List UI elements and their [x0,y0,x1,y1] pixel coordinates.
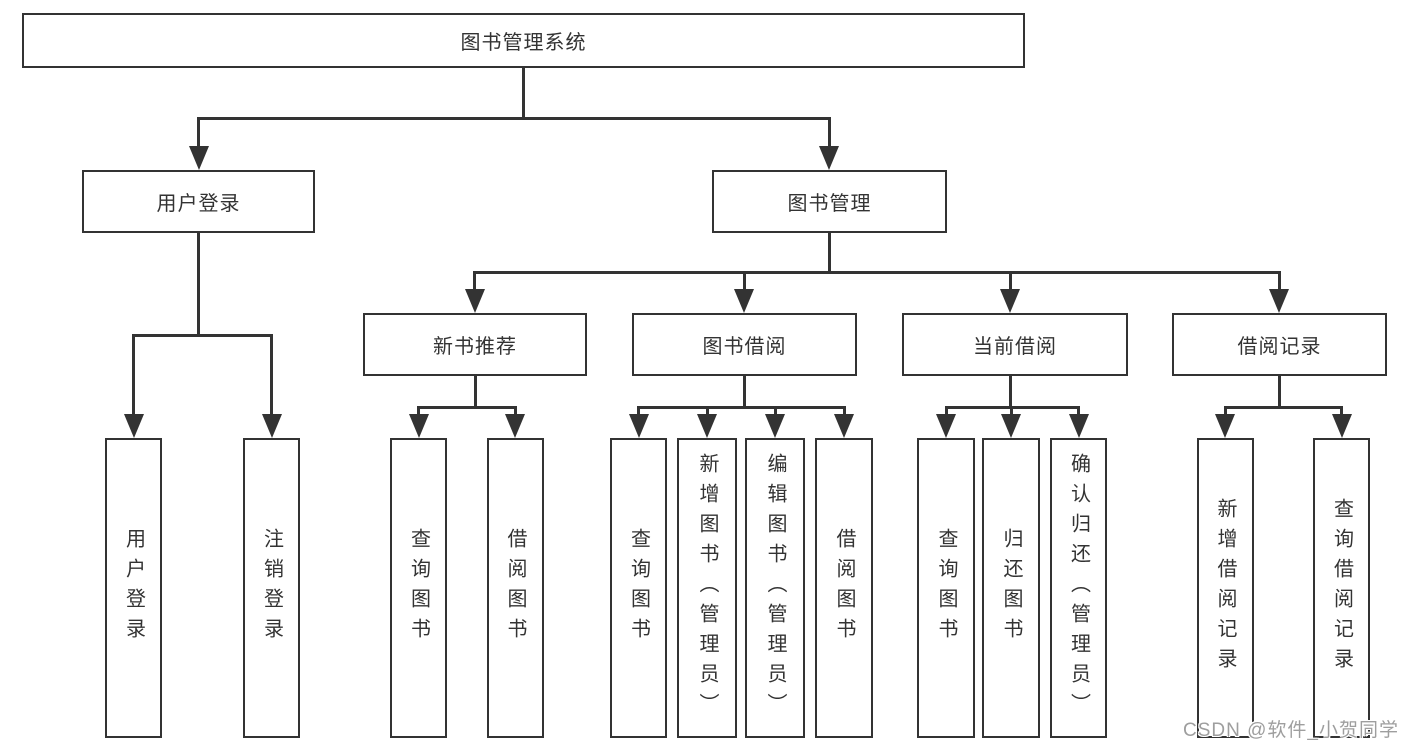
node-label: 新增借阅记录 [1214,498,1236,678]
node-leaf-query-book: 查询图书 [917,438,975,738]
arrowhead-down-icon [1001,414,1021,438]
node-label: 用户登录 [122,528,145,648]
connector-line [197,118,200,148]
node-leaf-return-book: 归还图书 [982,438,1040,738]
node-book-borrowing: 图书借阅 [632,313,857,376]
node-leaf-logout: 注销登录 [243,438,300,738]
node-label: 查询图书 [627,528,650,648]
connector-line [1223,405,1343,409]
connector-line [132,333,273,337]
connector-line [742,272,746,291]
arrowhead-down-icon [1000,289,1020,313]
node-label: 借阅记录 [1237,336,1322,358]
arrowhead-down-icon [408,414,429,438]
connector-line [944,407,948,416]
arrowhead-down-icon [1269,289,1289,313]
node-label: 借阅图书 [833,528,855,648]
connector-line [1009,407,1013,416]
node-leaf-query-book: 查询图书 [390,438,447,738]
node-leaf-query-record: 查询借阅记录 [1313,438,1370,738]
connector-line [197,116,831,120]
connector-line [1008,376,1012,409]
node-label: 查询图书 [407,528,430,648]
arrowhead-down-icon [464,289,485,313]
node-leaf-query-book: 查询图书 [610,438,667,738]
connector-line [417,407,420,416]
node-label: 查询图书 [935,528,957,648]
connector-line [773,407,777,416]
connector-line [1223,407,1227,416]
arrowhead-down-icon [123,414,144,438]
node-label: 归还图书 [1000,528,1022,648]
node-label: 新书推荐 [433,336,517,358]
node-book-management: 图书管理 [712,170,947,233]
connector-line [1277,272,1281,291]
arrowhead-down-icon [1068,414,1089,438]
connector-line [1077,407,1080,416]
arrowhead-down-icon [505,414,525,438]
connector-line [827,118,831,148]
arrowhead-down-icon [819,146,839,170]
node-label: 查询借阅记录 [1330,498,1353,678]
node-label: 注销登录 [260,528,283,648]
node-label: 确认归还（管理员） [1067,453,1090,723]
node-user-login: 用户登录 [82,170,315,233]
connector-line [637,405,846,409]
arrowhead-down-icon [734,289,754,313]
connector-line [827,233,831,274]
arrowhead-down-icon [188,146,209,170]
connector-line [473,376,477,409]
node-label: 图书借阅 [702,336,787,358]
node-leaf-borrow-book: 借阅图书 [815,438,873,738]
node-label: 当前借阅 [973,336,1057,358]
connector-line [637,407,640,416]
arrowhead-down-icon [1331,414,1352,438]
connector-line [197,233,200,337]
arrowhead-down-icon [1215,414,1235,438]
connector-line [522,68,525,120]
node-root: 图书管理系统 [22,13,1025,68]
connector-line [132,335,135,416]
arrowhead-down-icon [834,414,854,438]
node-label: 借阅图书 [504,528,526,648]
node-label: 编辑图书（管理员） [764,453,786,723]
arrowhead-down-icon [697,414,717,438]
node-label: 图书管理 [787,193,872,215]
connector-line [417,405,517,409]
node-leaf-add-record: 新增借阅记录 [1196,438,1254,738]
node-leaf-edit-book-admin: 编辑图书（管理员） [745,438,805,738]
connector-line [842,407,846,416]
connector-line [513,407,517,416]
watermark: CSDN @软件_小贺同学 [1183,720,1399,741]
node-label: 新增图书（管理员） [696,453,718,723]
connector-line [473,272,476,291]
node-current-borrowing: 当前借阅 [902,313,1128,376]
node-leaf-add-book-admin: 新增图书（管理员） [677,438,737,738]
connector-line [742,376,746,409]
node-label: 用户登录 [156,193,241,215]
arrowhead-down-icon [936,414,956,438]
connector-line [1277,376,1281,409]
node-leaf-confirm-return: 确认归还（管理员） [1050,438,1107,738]
node-label: 图书管理系统 [460,32,587,54]
node-new-book-recommend: 新书推荐 [363,313,587,376]
node-borrow-records: 借阅记录 [1172,313,1387,376]
node-leaf-borrow-book: 借阅图书 [486,438,544,738]
connector-line [1008,272,1012,291]
arrowhead-down-icon [628,414,649,438]
connector-line [1340,407,1343,416]
connector-line [270,335,273,416]
arrowhead-down-icon [261,414,282,438]
arrowhead-down-icon [765,414,785,438]
connector-line [705,407,709,416]
node-leaf-user-login: 用户登录 [105,438,162,738]
connector-line [473,270,1281,274]
